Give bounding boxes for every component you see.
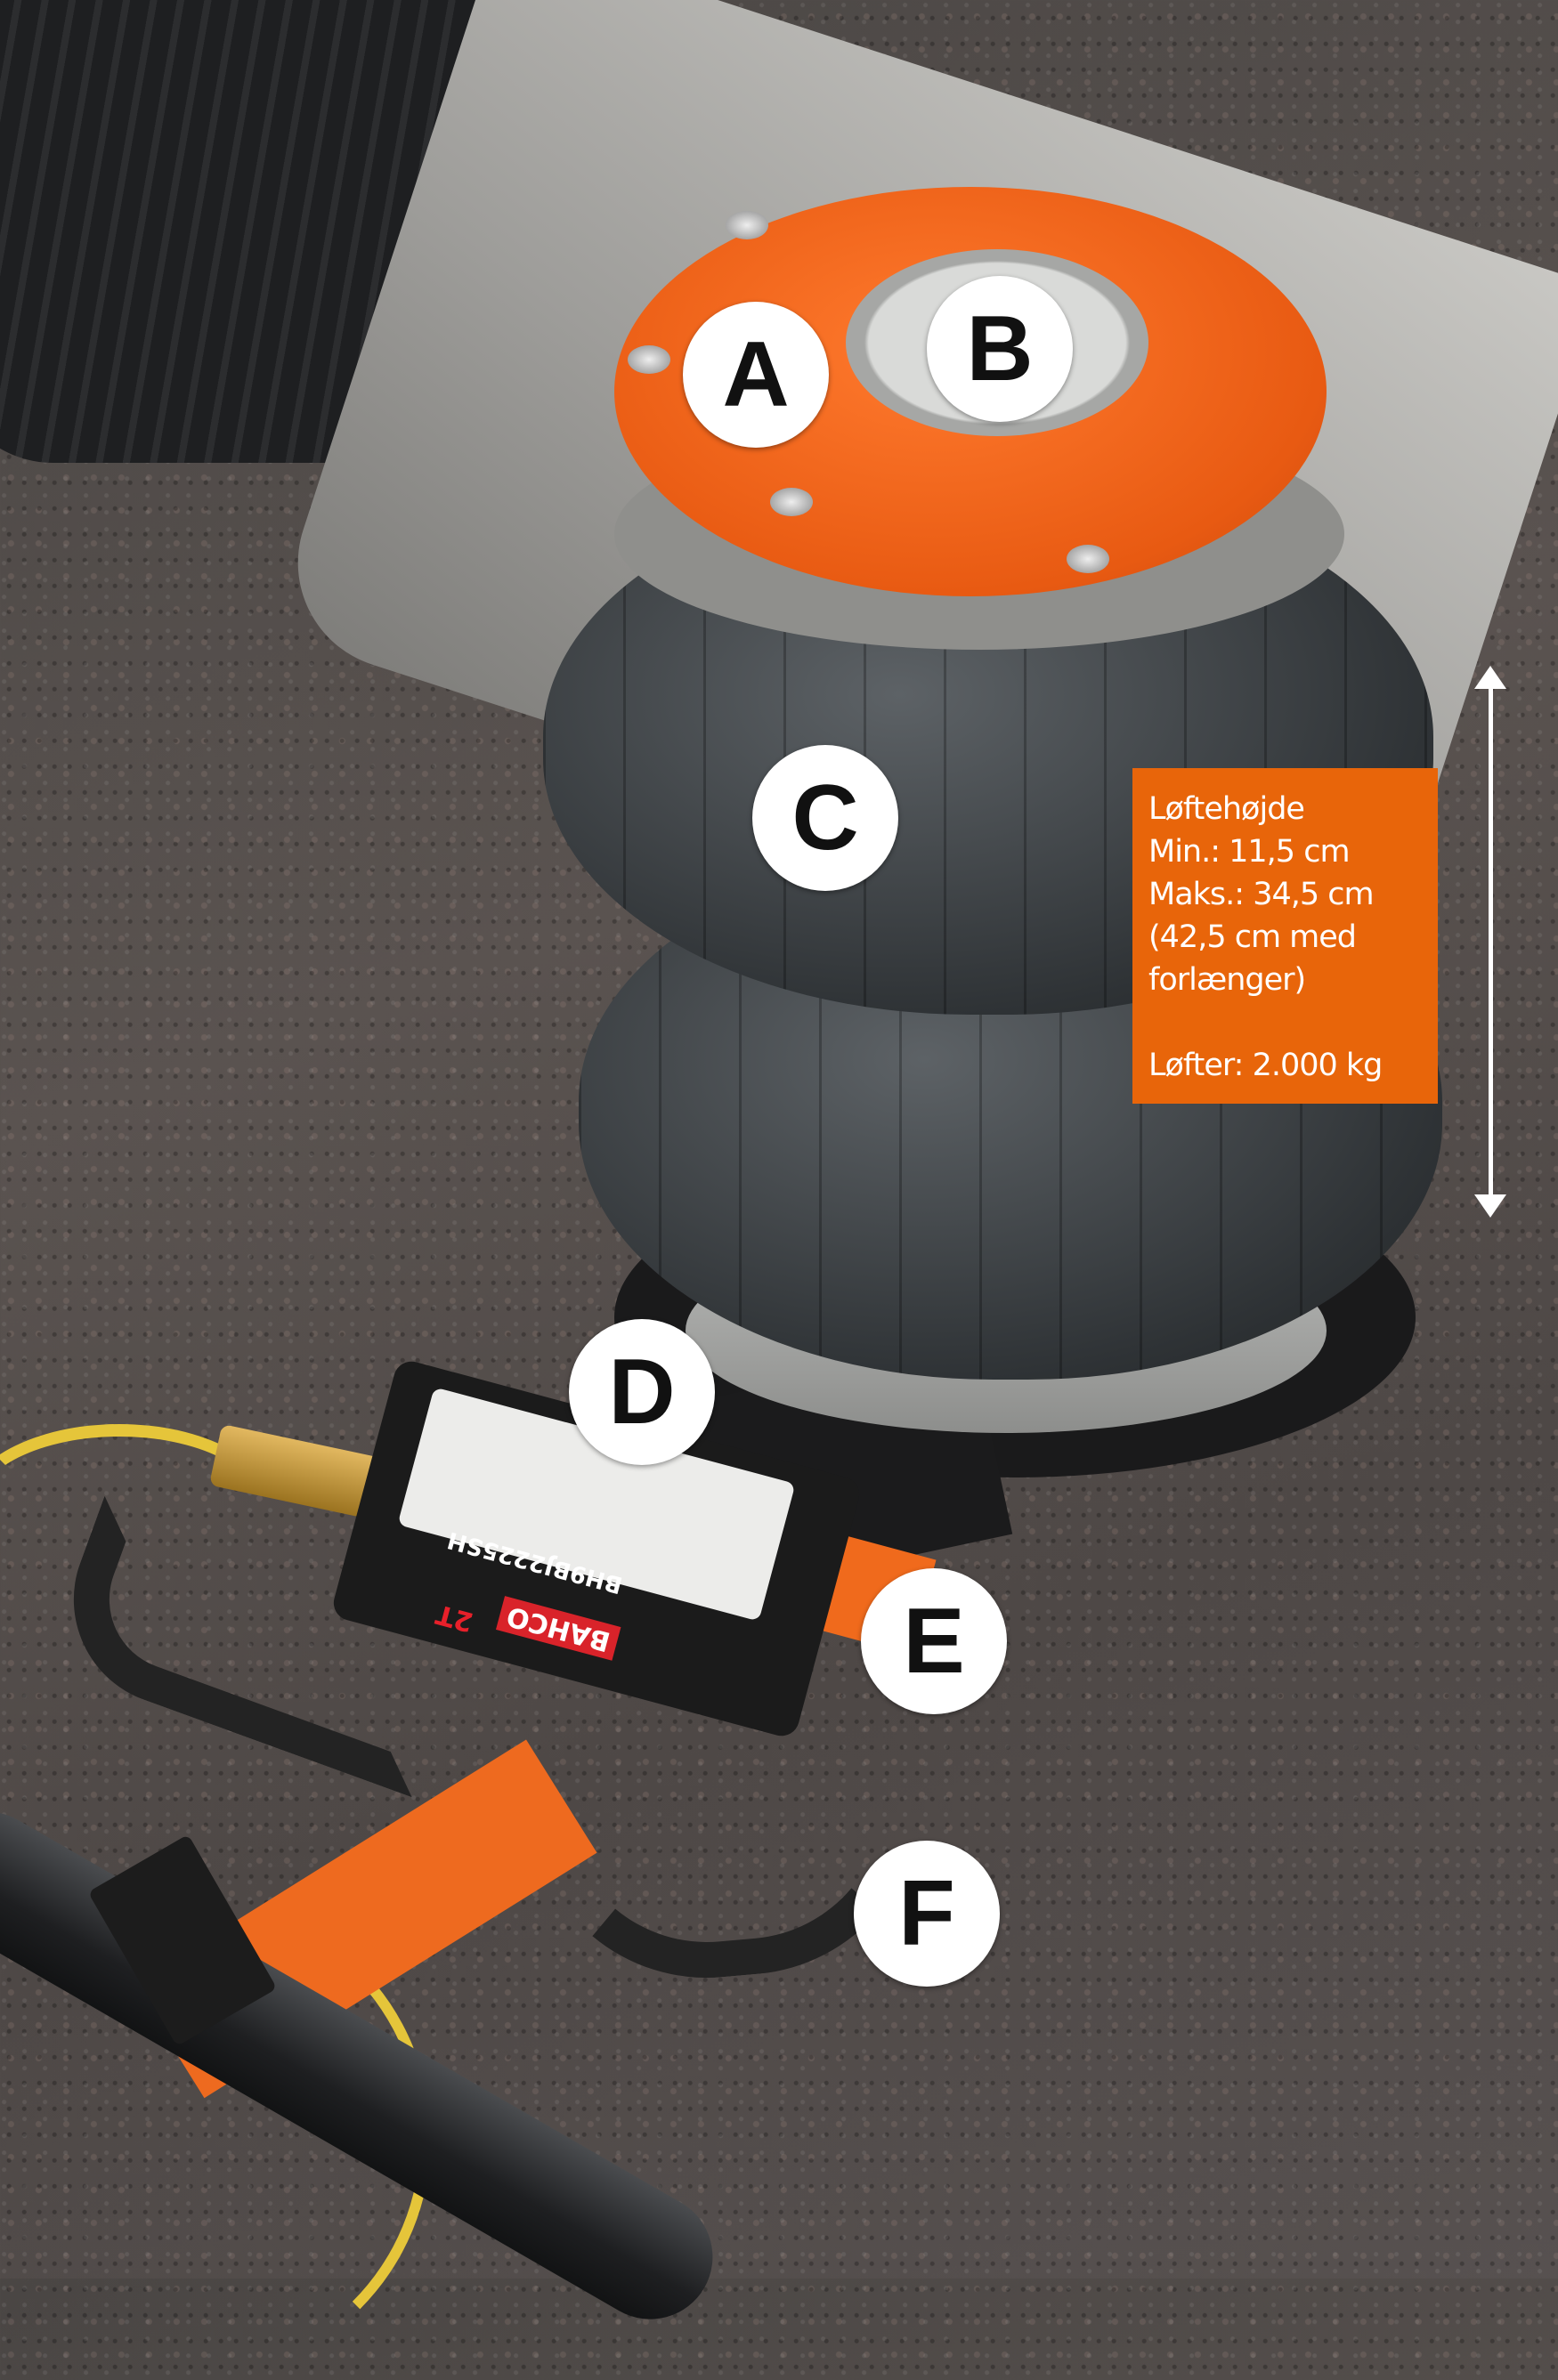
spec-extension-line1: (42,5 cm med (1148, 919, 1357, 955)
callout-e: E (861, 1568, 1007, 1714)
arrow-down-icon (1474, 1194, 1506, 1218)
bolt-icon (770, 488, 813, 516)
spec-min-height: Min.: 11,5 cm (1148, 834, 1351, 870)
bolt-icon (628, 345, 670, 374)
callout-a: A (683, 302, 829, 448)
height-arrow-line (1489, 681, 1493, 1202)
spec-max-height: Maks.: 34,5 cm (1148, 877, 1375, 912)
lift-spec-box: Løftehøjde Min.: 11,5 cm Maks.: 34,5 cm … (1132, 768, 1438, 1104)
bolt-icon (1067, 545, 1109, 573)
callout-d: D (569, 1319, 715, 1465)
spec-title: Løftehøjde (1148, 791, 1305, 827)
arrow-up-icon (1474, 666, 1506, 689)
spec-extension-line2: forlænger) (1148, 962, 1306, 998)
callout-b: B (927, 276, 1073, 422)
callout-c: C (752, 745, 898, 891)
spec-capacity: Løfter: 2.000 kg (1148, 1048, 1383, 1083)
bolt-icon (726, 211, 768, 239)
callout-f: F (854, 1841, 1000, 1987)
